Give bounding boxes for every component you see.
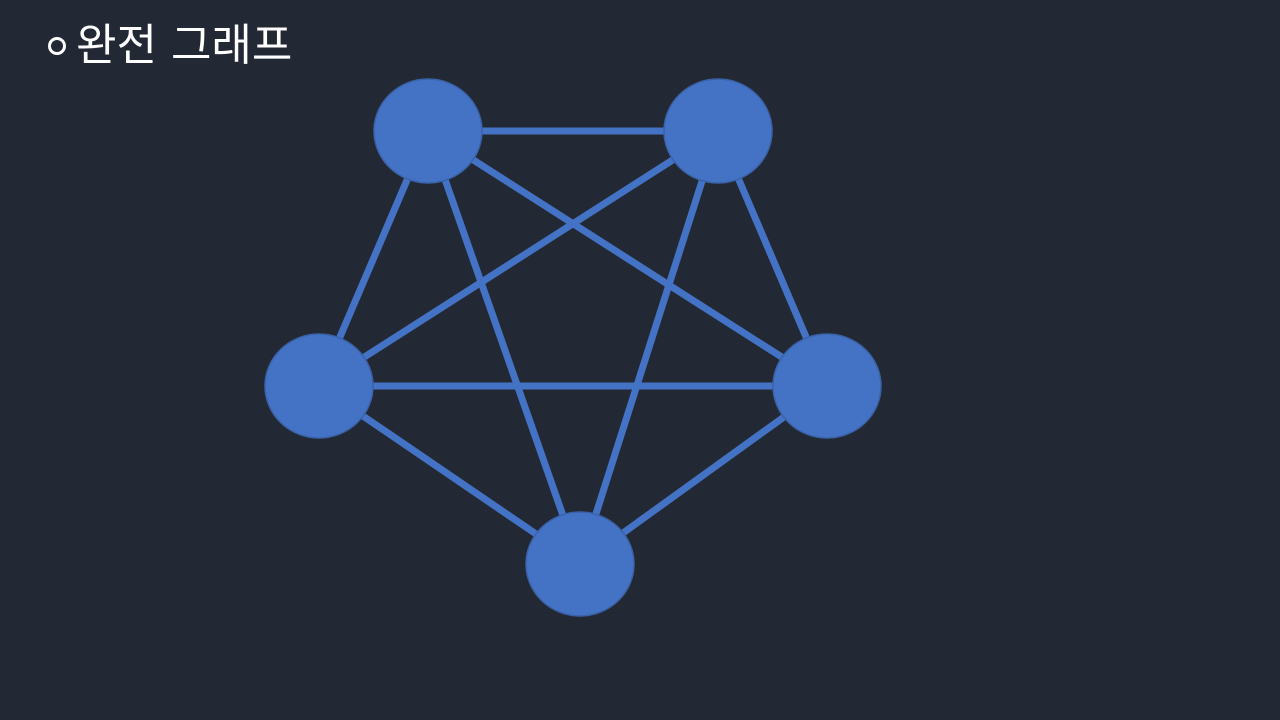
node-top-right xyxy=(663,78,773,184)
edge-top-left-middle-right xyxy=(426,128,829,389)
node-top-left xyxy=(373,78,483,184)
slide-title: 완전 그래프 xyxy=(48,20,292,72)
edges xyxy=(315,127,831,567)
node-middle-right xyxy=(772,333,882,439)
nodes xyxy=(264,78,882,617)
edge-top-right-middle-left xyxy=(317,128,720,389)
hollow-circle-bullet-icon xyxy=(48,37,66,55)
edge-top-right-bottom xyxy=(576,129,722,566)
edge-top-left-bottom xyxy=(424,129,584,566)
title-text: 완전 그래프 xyxy=(76,20,293,71)
node-bottom xyxy=(525,511,635,617)
node-middle-left xyxy=(264,333,374,439)
